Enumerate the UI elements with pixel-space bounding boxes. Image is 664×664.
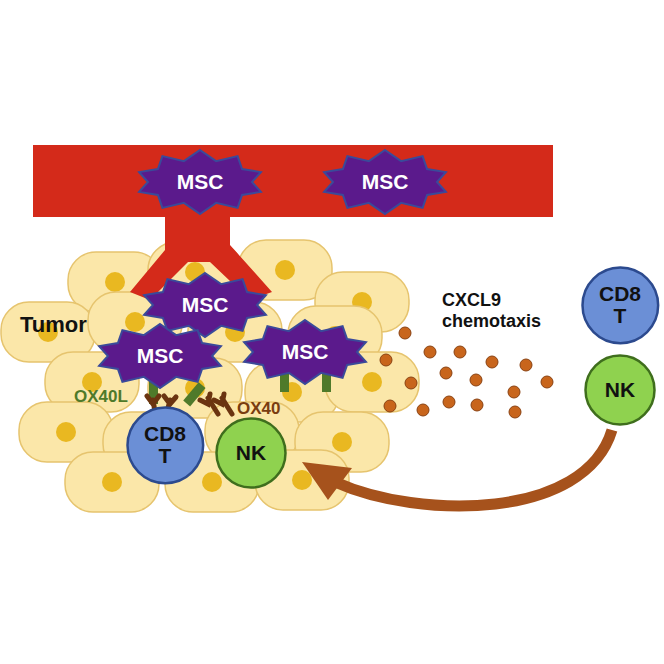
chemokine-dot <box>470 374 482 386</box>
chemokine-dot <box>384 400 396 412</box>
chemokine-dot <box>380 354 392 366</box>
star-outline <box>324 150 446 214</box>
node-label: MSC <box>137 345 184 367</box>
node-label: MSC <box>362 171 409 193</box>
node-label: MSC <box>282 341 329 363</box>
cell-outline <box>217 419 286 488</box>
msc-star: MSC <box>96 324 224 388</box>
chemokine-dot <box>424 346 436 358</box>
cell-nucleus <box>332 432 352 452</box>
cd8-t-cell: CD8 T <box>126 406 205 485</box>
nk-cell: NK <box>215 417 287 489</box>
blood-vessel <box>33 145 553 217</box>
msc-star: MSC <box>321 150 449 214</box>
chemokine-dot <box>508 386 520 398</box>
chemokine-dot <box>399 327 411 339</box>
node-label: CD8 T <box>595 283 645 327</box>
star-outline <box>99 324 221 388</box>
chemokine-dot <box>520 359 532 371</box>
chemokine-dot <box>509 406 521 418</box>
chemokine-dot <box>405 377 417 389</box>
msc-star: MSC <box>241 320 369 384</box>
cell-nucleus <box>202 472 222 492</box>
migration-arrow <box>335 430 612 506</box>
chemokine-dot <box>486 356 498 368</box>
nk-cell: NK <box>584 354 656 426</box>
annotation-label: Tumor <box>20 312 87 338</box>
cxcl9-dots <box>380 327 553 418</box>
star-outline <box>244 320 366 384</box>
cell-nucleus <box>292 470 312 490</box>
cell-outline <box>586 356 655 425</box>
msc-star: MSC <box>136 150 264 214</box>
cell-outline <box>582 267 658 343</box>
arrow-head <box>302 462 352 500</box>
cell-outline <box>127 407 203 483</box>
chemokine-dot <box>471 399 483 411</box>
annotation-label: OX40L <box>74 387 128 407</box>
node-label: MSC <box>177 171 224 193</box>
cd8-t-cell: CD8 T <box>581 266 660 345</box>
chemokine-dot <box>440 367 452 379</box>
cell-nucleus <box>102 472 122 492</box>
star-outline <box>139 150 261 214</box>
cell-nucleus <box>56 422 76 442</box>
node-label: MSC <box>182 294 229 316</box>
chemokine-dot <box>541 376 553 388</box>
chemokine-dot <box>454 346 466 358</box>
cell-nucleus <box>125 312 145 332</box>
node-label: NK <box>236 442 266 464</box>
cell-nucleus <box>362 372 382 392</box>
annotation-label: OX40 <box>237 399 280 419</box>
chemokine-dot <box>443 396 455 408</box>
node-label: CD8 T <box>140 423 190 467</box>
annotation-label: CXCL9 chemotaxis <box>442 290 552 332</box>
cell-nucleus <box>275 260 295 280</box>
chemokine-dot <box>417 404 429 416</box>
tumor-cells <box>1 240 419 512</box>
node-label: NK <box>605 379 635 401</box>
cell-nucleus <box>105 272 125 292</box>
